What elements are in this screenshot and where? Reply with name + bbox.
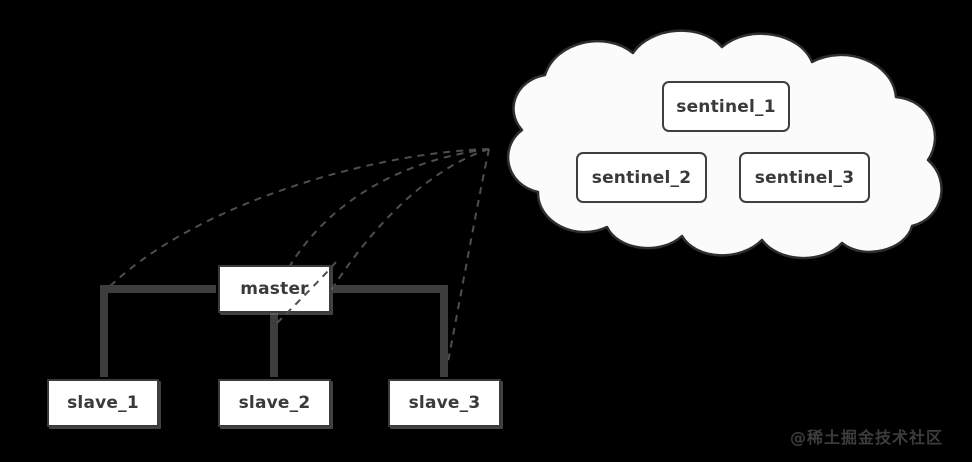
cloud-outline xyxy=(506,29,943,260)
sentinel-box-2[interactable]: sentinel_2 xyxy=(576,152,707,203)
slave-node-box-2[interactable]: slave_2 xyxy=(218,379,331,427)
sentinel-box-3[interactable]: sentinel_3 xyxy=(739,152,870,203)
master-node-box[interactable]: master xyxy=(218,265,331,313)
sentinel-label-2: sentinel_2 xyxy=(591,167,692,188)
dashed-link-sentinel-to-slave3 xyxy=(445,148,490,373)
dashed-link-sentinel-to-master xyxy=(321,148,490,306)
sentinel-box-1[interactable]: sentinel_1 xyxy=(662,81,790,132)
slave-node-label-2: slave_2 xyxy=(238,393,311,413)
dashed-monitor-links xyxy=(107,148,490,373)
sentinel-label-3: sentinel_3 xyxy=(754,167,855,188)
solid-link-master-to-slave1 xyxy=(100,285,216,377)
cloud-shape xyxy=(506,29,943,260)
slave-node-label-1: slave_1 xyxy=(67,393,139,413)
slave-node-box-1[interactable]: slave_1 xyxy=(47,379,159,427)
watermark-text: @稀土掘金技术社区 xyxy=(790,428,944,447)
sentinel-label-1: sentinel_1 xyxy=(676,96,776,117)
master-node-label: master xyxy=(240,279,309,299)
dashed-link-sentinel-to-slave1 xyxy=(107,148,490,289)
slave-node-label-3: slave_3 xyxy=(408,393,481,413)
slave-node-box-3[interactable]: slave_3 xyxy=(388,379,501,427)
dashed-link-sentinel-to-slave2 xyxy=(275,148,490,293)
solid-link-master-to-slave3 xyxy=(333,285,448,377)
